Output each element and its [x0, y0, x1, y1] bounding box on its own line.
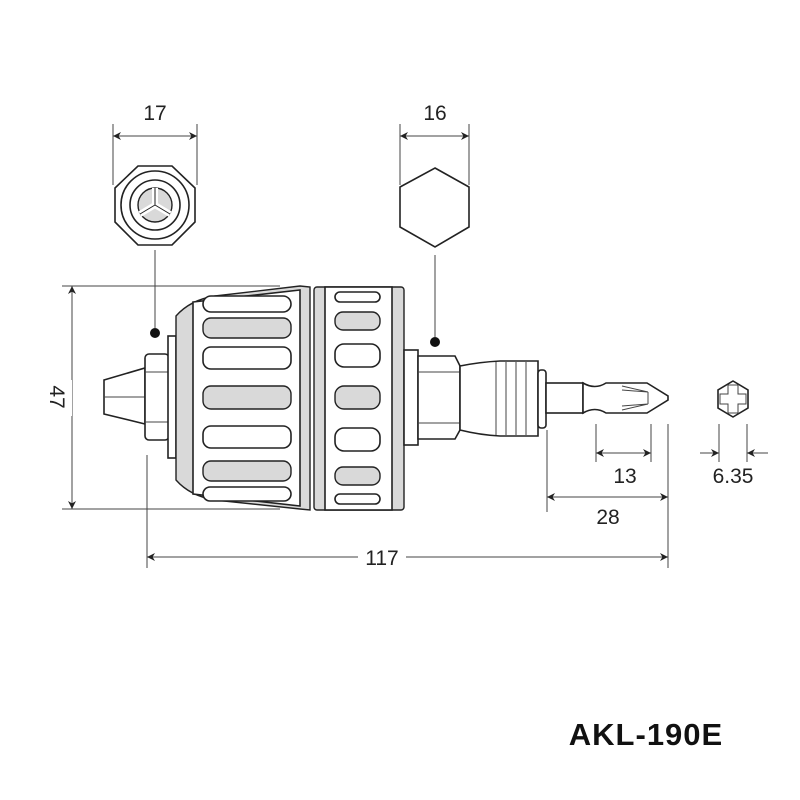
- dimension-label-28: 28: [596, 506, 619, 529]
- dimension-label-16: 16: [423, 102, 446, 125]
- leader-lines: [150, 250, 440, 347]
- dimension-17: 17: [112, 102, 198, 185]
- screwdriver-bit: [545, 381, 669, 415]
- keyless-chuck-side-view: [103, 285, 669, 511]
- dimension-label-13: 13: [613, 465, 636, 488]
- dimension-47: 47: [42, 285, 280, 510]
- dimension-16: 16: [399, 102, 470, 185]
- dimension-28: 28: [546, 424, 669, 568]
- dimension-117: 117: [146, 455, 668, 570]
- dimension-label-6-35: 6.35: [713, 465, 754, 488]
- bit-hex-end-view: [717, 380, 749, 418]
- dimension-label-47: 47: [45, 385, 68, 408]
- model-number: AKL-190E: [569, 717, 723, 752]
- dimension-6-35: 6.35: [700, 424, 768, 488]
- dimension-label-17: 17: [143, 102, 166, 125]
- dimension-13: 13: [595, 424, 652, 488]
- chuck-end-view: [114, 165, 196, 246]
- hex-end-view: [399, 167, 470, 248]
- dimension-label-117: 117: [365, 547, 398, 570]
